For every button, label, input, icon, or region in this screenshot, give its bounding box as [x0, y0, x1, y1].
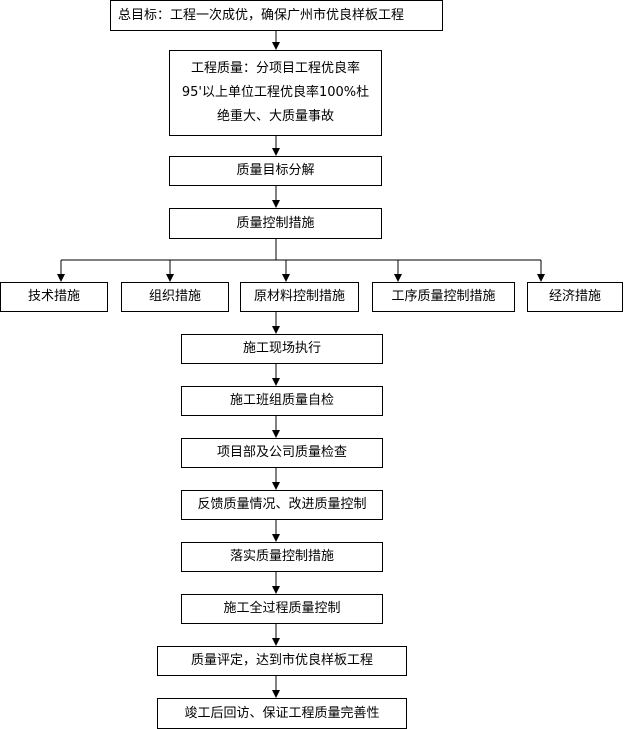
step-implement-measures-box: 落实质量控制措施 — [181, 542, 383, 572]
branch-economic-text: 经济措施 — [548, 289, 601, 304]
step-site-execution-text: 施工现场执行 — [242, 341, 321, 356]
target-decompose-text: 质量目标分解 — [236, 163, 315, 178]
branch-process-box: 工序质量控制措施 — [372, 282, 515, 312]
branch-economic-box: 经济措施 — [527, 282, 623, 312]
step-quality-evaluation-box: 质量评定，达到市优良样板工程 — [157, 646, 407, 676]
step-followup-visit-box: 竣工后回访、保证工程质量完善性 — [157, 698, 407, 729]
step-company-inspection-box: 项目部及公司质量检查 — [181, 438, 383, 468]
step-team-self-check-box: 施工班组质量自检 — [181, 386, 383, 416]
step-team-self-check-text: 施工班组质量自检 — [229, 393, 334, 408]
step-implement-measures-text: 落实质量控制措施 — [229, 549, 334, 564]
branch-materials-text: 原材料控制措施 — [253, 289, 345, 304]
branch-process-text: 工序质量控制措施 — [391, 289, 496, 304]
goal-text: 总目标：工程一次成优，确保广州市优良样板工程 — [118, 7, 405, 23]
step-site-execution-box: 施工现场执行 — [181, 334, 383, 364]
goal-box: 总目标：工程一次成优，确保广州市优良样板工程 — [110, 0, 443, 31]
step-feedback-box: 反馈质量情况、改进质量控制 — [181, 490, 383, 520]
control-measures-box: 质量控制措施 — [169, 208, 382, 239]
step-full-process-control-text: 施工全过程质量控制 — [223, 601, 341, 616]
branch-organization-box: 组织措施 — [121, 282, 229, 312]
step-feedback-text: 反馈质量情况、改进质量控制 — [197, 497, 367, 512]
branch-technical-box: 技术措施 — [0, 282, 108, 312]
branch-technical-text: 技术措施 — [27, 289, 80, 304]
branch-organization-text: 组织措施 — [148, 289, 201, 304]
step-company-inspection-text: 项目部及公司质量检查 — [216, 445, 347, 460]
quality-target-text: 工程质量：分项目工程优良率95'以上单位工程优良率100%杜绝重大、大质量事故 — [181, 61, 370, 124]
target-decompose-box: 质量目标分解 — [169, 156, 382, 186]
quality-target-box: 工程质量：分项目工程优良率95'以上单位工程优良率100%杜绝重大、大质量事故 — [169, 50, 382, 136]
step-followup-visit-text: 竣工后回访、保证工程质量完善性 — [184, 705, 380, 721]
branch-materials-box: 原材料控制措施 — [240, 282, 359, 312]
step-full-process-control-box: 施工全过程质量控制 — [181, 594, 383, 624]
step-quality-evaluation-text: 质量评定，达到市优良样板工程 — [190, 653, 373, 668]
control-measures-text: 质量控制措施 — [236, 215, 315, 231]
